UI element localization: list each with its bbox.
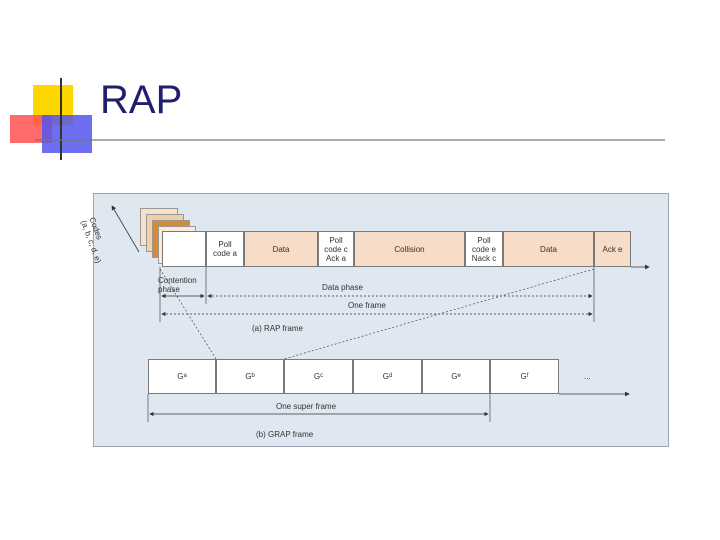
group-sub: a [183,373,187,379]
slide-title: RAP [100,78,183,122]
zoom-line [283,268,595,360]
group-sub: d [388,373,393,379]
grap-caption: (b) GRAP frame [256,430,314,439]
rap-slot-collision: Collision [354,231,465,267]
figure-lines [111,205,650,422]
one-frame-label: One frame [348,301,386,310]
zoom-line [159,268,217,360]
group-label: G [520,372,527,381]
group-label: G [313,372,321,381]
rap-caption: (a) RAP frame [252,324,303,333]
grap-ellipsis: ... [584,372,591,381]
group-sub: e [457,373,461,379]
decor-blue-square [42,115,92,153]
group-sub: b [251,373,255,379]
group-sub: c [320,373,324,379]
rap-slot-poll-c: Poll code c Ack a [318,231,354,267]
one-super-frame-label: One super frame [276,402,337,411]
contention-phase-label: Contention phase [158,276,197,294]
rap-slot-data-1: Data [244,231,318,267]
title-decoration [10,78,665,160]
group-label: G [451,372,458,381]
rap-slot-data-2: Data [503,231,594,267]
group-label: G [382,372,389,381]
group-label: G [245,372,252,381]
rap-slot-poll-a: Poll code a [206,231,244,267]
group-sub: f [526,373,529,379]
rap-grap-figure: Codes (a, b, c, d, e) Poll code a Data P… [79,193,669,447]
contention-slot [162,231,206,267]
group-label: G [177,372,184,381]
rap-slot-ack-e: Ack e [594,231,631,267]
data-phase-label: Data phase [322,283,363,292]
codes-arrow [111,205,140,253]
rap-slot-poll-e: Poll code e Nack c [465,231,503,267]
